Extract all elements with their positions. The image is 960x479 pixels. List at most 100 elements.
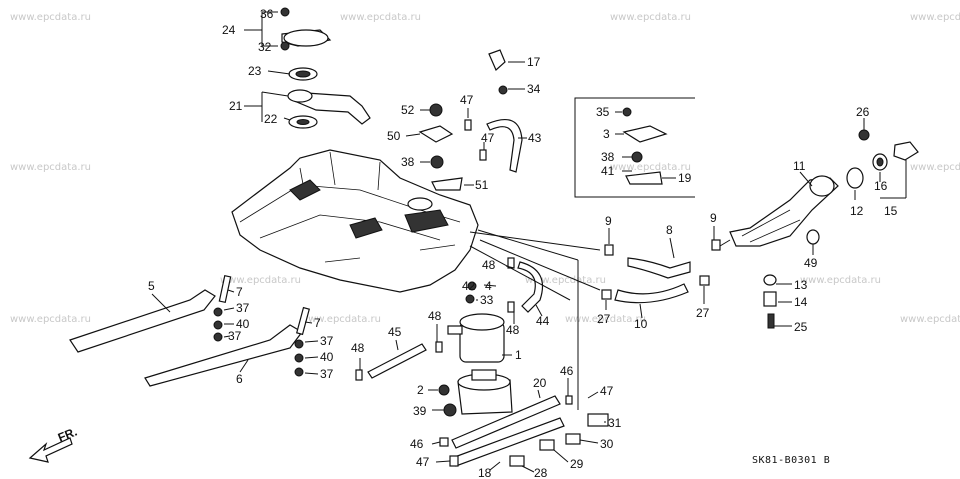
callout-label: 22 (264, 112, 278, 126)
callout-label: 47 (416, 455, 430, 469)
callout-label: 20 (533, 376, 547, 390)
callout-label: 30 (600, 437, 614, 451)
callout-label: 40 (236, 317, 250, 331)
fuel-tank (231, 149, 479, 293)
callout-label: 26 (856, 105, 870, 119)
callout-label: 6 (236, 372, 243, 386)
callout-label: 43 (528, 131, 542, 145)
callout-label: 52 (401, 103, 415, 117)
fuel-pump (438, 313, 513, 417)
watermark: www.epcdata.ru (900, 314, 960, 325)
callout-label: 42 (462, 279, 476, 293)
callout-label: 47 (600, 384, 614, 398)
callout-labels: 36 24 32 23 21 22 52 50 38 51 17 34 47 4… (148, 7, 898, 479)
hose-43 (486, 119, 523, 173)
leader-lines (151, 11, 907, 473)
callout-label: 48 (506, 323, 520, 337)
watermarks: www.epcdata.ru www.epcdata.ru www.epcdat… (10, 12, 960, 325)
callout-label: 41 (601, 164, 615, 178)
mounting-hardware (418, 49, 508, 191)
hose-44 (517, 261, 544, 313)
callout-label: 50 (387, 129, 401, 143)
callout-label: 19 (678, 171, 692, 185)
callout-label: 17 (527, 55, 541, 69)
callout-label: 25 (794, 320, 808, 334)
callout-label: 48 (482, 258, 496, 272)
callout-label: 44 (536, 314, 550, 328)
callout-label: 23 (248, 64, 262, 78)
callout-label: 14 (794, 295, 808, 309)
hose-10 (614, 283, 689, 304)
callout-label: 37 (236, 301, 250, 315)
callout-label: 33 (480, 293, 494, 307)
callout-label: 12 (850, 204, 864, 218)
callout-label: 51 (475, 178, 489, 192)
callout-label: 27 (696, 306, 710, 320)
filler-pipe (729, 129, 919, 247)
callout-label: 29 (570, 457, 584, 471)
callout-label: 37 (228, 329, 242, 343)
callout-label: 2 (417, 383, 424, 397)
callout-label: 40 (320, 350, 334, 364)
callout-label: 1 (515, 348, 522, 362)
callout-label: 10 (634, 317, 648, 331)
callout-label: 46 (410, 437, 424, 451)
callout-label: 9 (605, 214, 612, 228)
watermark: www.epcdata.ru (300, 314, 381, 325)
watermark: www.epcdata.ru (610, 12, 691, 23)
grommet-stack (763, 274, 777, 329)
callout-label: 39 (413, 404, 427, 418)
watermark: www.epcdata.ru (10, 314, 91, 325)
callout-label: 4 (485, 279, 492, 293)
callout-label: 24 (222, 23, 236, 37)
fuel-pump-cap-assembly (280, 7, 371, 129)
callout-label: 27 (597, 312, 611, 326)
callout-label: 47 (460, 93, 474, 107)
callout-label: 46 (560, 364, 574, 378)
callout-label: 48 (351, 341, 365, 355)
callout-label: 16 (874, 179, 888, 193)
callout-label: 13 (794, 278, 808, 292)
callout-label: 37 (320, 334, 334, 348)
callout-label: 28 (534, 466, 548, 479)
watermark: www.epcdata.ru (565, 314, 646, 325)
watermark: www.epcdata.ru (910, 162, 960, 173)
callout-label: 21 (229, 99, 243, 113)
direction-label: FR. (56, 425, 79, 445)
callout-label: 31 (608, 416, 622, 430)
watermark: www.epcdata.ru (610, 162, 691, 173)
strap-bolts (213, 274, 310, 377)
callout-label: 45 (388, 325, 402, 339)
watermark: www.epcdata.ru (800, 275, 881, 286)
diagram-code: SK81-B0301 B (752, 455, 830, 466)
callout-label: 38 (601, 150, 615, 164)
detail-inset-box (574, 97, 695, 198)
callout-label: 38 (401, 155, 415, 169)
callout-label: 9 (710, 211, 717, 225)
callout-label: 34 (527, 82, 541, 96)
callout-label: 5 (148, 279, 155, 293)
watermark: www.epcdata.ru (10, 12, 91, 23)
watermark: www.epcdata.ru (525, 275, 606, 286)
hose-45 (367, 343, 427, 379)
inset-parts (622, 107, 668, 185)
callout-label: 37 (320, 367, 334, 381)
hose-8 (627, 257, 691, 279)
callout-label: 7 (314, 316, 321, 330)
front-direction-arrow: FR. (28, 425, 79, 463)
callout-label: 8 (666, 223, 673, 237)
watermark: www.epcdata.ru (340, 12, 421, 23)
hose-clips (355, 257, 609, 467)
hose-20 (451, 395, 561, 449)
callout-label: 32 (258, 40, 272, 54)
callout-label: 11 (793, 159, 806, 173)
callout-label: 49 (804, 256, 818, 270)
callout-label: 15 (884, 204, 898, 218)
watermark: www.epcdata.ru (220, 275, 301, 286)
callout-label: 18 (478, 466, 492, 479)
hose-clamps (601, 239, 721, 300)
callout-label: 3 (603, 127, 610, 141)
tank-strap-5 (69, 289, 216, 353)
callout-label: 47 (481, 131, 495, 145)
